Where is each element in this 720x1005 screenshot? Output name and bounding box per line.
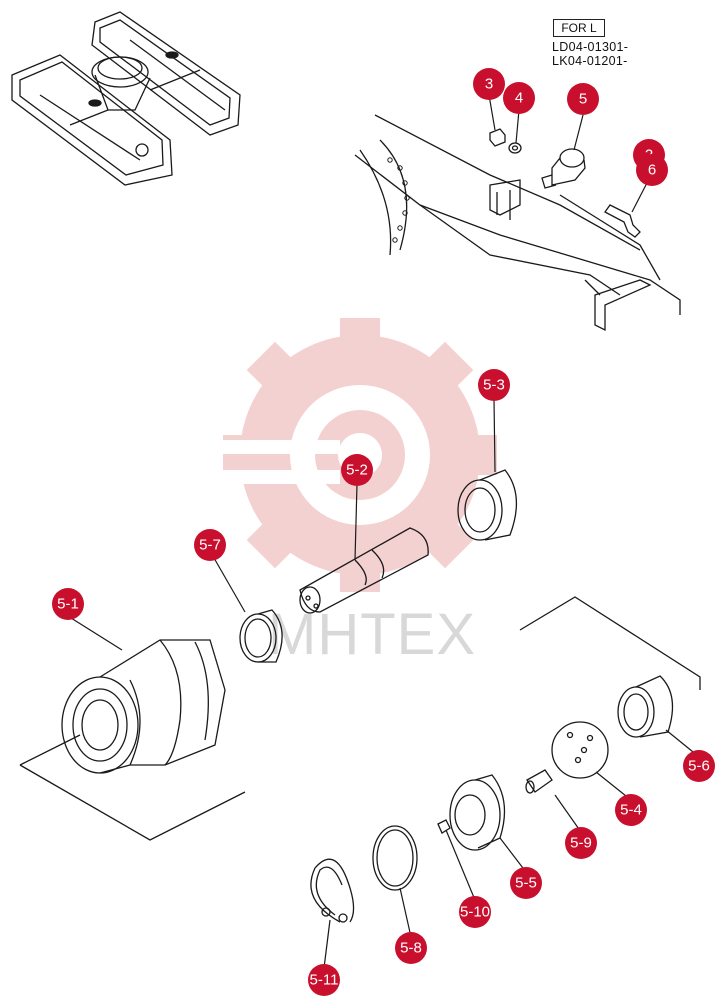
callouts: 2 3 4 5 6 5-3 5-2 5-7 5-1 5-6 5-4 5-9 5-… [52, 68, 715, 996]
svg-text:5-5: 5-5 [515, 875, 537, 892]
svg-text:6: 6 [648, 162, 656, 179]
roller-parts [19, 469, 701, 923]
serial-number: LD04-01301- [552, 40, 629, 54]
undercarriage-overview [11, 11, 241, 186]
svg-text:5-10: 5-10 [460, 904, 490, 921]
svg-text:5-1: 5-1 [57, 596, 79, 613]
frame-assembly [354, 114, 681, 332]
callout-5-10: 5-10 [459, 896, 491, 928]
callout-6: 6 [636, 154, 668, 186]
callout-5: 5 [567, 83, 599, 115]
callout-5-7: 5-7 [194, 529, 226, 561]
svg-text:5-2: 5-2 [346, 462, 368, 479]
callout-5-8: 5-8 [395, 932, 427, 964]
svg-text:5-9: 5-9 [570, 835, 592, 852]
callout-5-4: 5-4 [615, 794, 647, 826]
callout-4: 4 [503, 82, 535, 114]
svg-text:4: 4 [515, 90, 523, 107]
callout-3: 3 [473, 68, 505, 100]
svg-text:5-4: 5-4 [620, 802, 642, 819]
svg-text:5-11: 5-11 [310, 972, 339, 989]
callout-5-1: 5-1 [52, 588, 84, 620]
variant-label: FOR L [553, 19, 605, 37]
svg-text:5-7: 5-7 [199, 537, 221, 554]
svg-text:5-3: 5-3 [483, 377, 505, 394]
watermark-text: MHTEX [268, 602, 476, 667]
svg-text:3: 3 [485, 76, 493, 93]
leader-lines [70, 94, 699, 969]
svg-text:5-8: 5-8 [400, 940, 422, 957]
callout-5-5: 5-5 [510, 867, 542, 899]
svg-text:5: 5 [579, 91, 587, 108]
svg-text:5-6: 5-6 [688, 758, 710, 775]
serial-number: LK04-01201- [552, 54, 628, 68]
callout-5-11: 5-11 [308, 964, 340, 996]
callout-5-2: 5-2 [341, 454, 373, 486]
callout-5-3: 5-3 [478, 369, 510, 401]
callout-5-9: 5-9 [565, 827, 597, 859]
callout-5-6: 5-6 [683, 750, 715, 782]
